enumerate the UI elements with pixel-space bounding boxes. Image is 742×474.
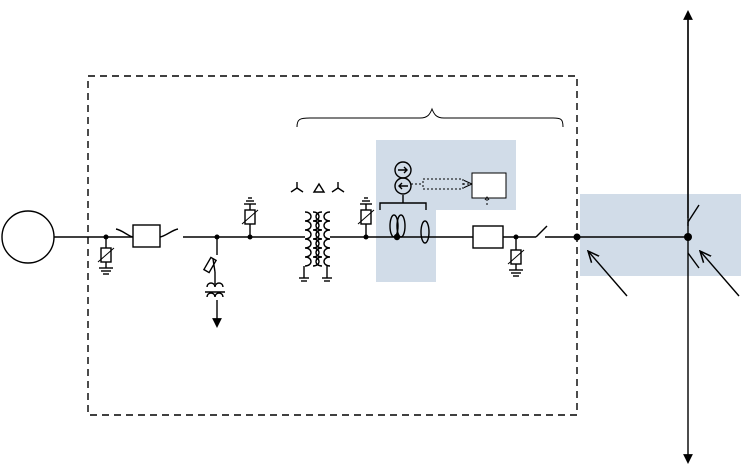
star-delta-transformer — [290, 182, 345, 282]
highlight-regions — [376, 140, 741, 282]
surge-arrester-4 — [507, 234, 525, 277]
pcc-node — [573, 233, 581, 241]
star-symbol-right — [331, 182, 345, 193]
generator-circle — [1, 210, 55, 264]
star-symbol-left — [290, 182, 304, 193]
grid-busbar — [683, 10, 700, 464]
disconnect-switch — [535, 225, 548, 238]
circuit-breaker-box — [472, 225, 504, 249]
current-transformer-group — [379, 161, 472, 244]
system-boundary — [87, 75, 578, 416]
ct-highlight-region — [376, 140, 516, 282]
surge-arrester-3 — [357, 197, 375, 240]
section-brace — [296, 107, 564, 128]
delta-symbol — [312, 182, 326, 193]
surge-arrester-2 — [241, 197, 259, 240]
fused-voltage-transformer — [202, 234, 225, 328]
measure-arrow-2 — [700, 251, 740, 297]
control-box — [471, 172, 507, 205]
measure-arrow-1 — [588, 251, 628, 297]
grid-connection-highlight — [580, 194, 741, 276]
reactor-box — [115, 224, 179, 248]
surge-arrester-1 — [97, 234, 115, 275]
